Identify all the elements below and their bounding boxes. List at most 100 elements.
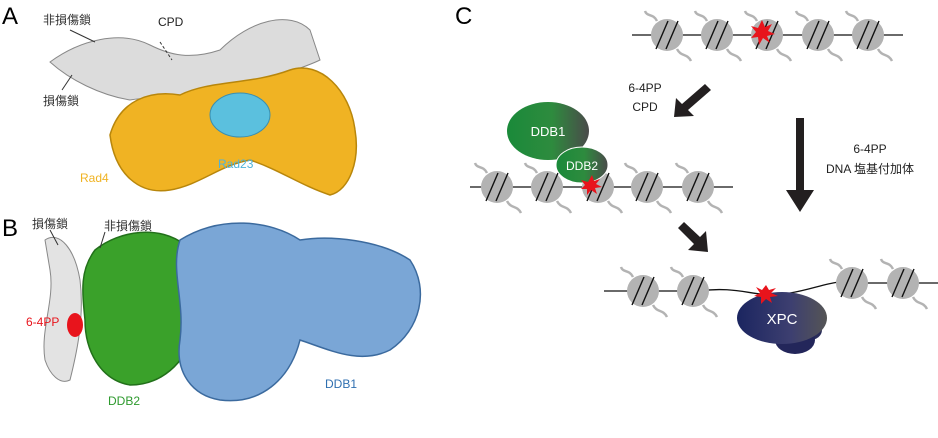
histone-tail	[794, 10, 810, 22]
histone-tail	[619, 266, 635, 278]
nucleosome	[844, 10, 894, 62]
histone-tail	[844, 10, 860, 22]
dna-wrap	[635, 172, 649, 202]
histone-tail	[775, 48, 793, 62]
dna-wrap	[891, 268, 905, 298]
label-rad4: Rad4	[80, 171, 109, 185]
dna-wrap	[715, 20, 729, 50]
arrow-to-ddb	[674, 84, 711, 117]
dna-wrap	[535, 172, 549, 202]
ddb2-label-c: DDB2	[566, 159, 598, 173]
histone-tail	[643, 10, 659, 22]
arrow2-label-line1: 6-4PP	[853, 142, 886, 156]
histone-tail	[879, 258, 895, 270]
histone-tail	[876, 48, 894, 62]
nucleosome	[794, 10, 844, 62]
nucleosomes	[473, 10, 929, 318]
dna-wrap	[596, 172, 610, 202]
undamaged-pointer-a	[69, 29, 96, 43]
dna-wrap	[696, 172, 710, 202]
panel-letter-a: A	[2, 3, 18, 30]
damaged-pointer-b	[49, 229, 59, 246]
histone-tail	[655, 200, 673, 214]
nucleosome	[643, 10, 693, 62]
lesion-stars	[581, 20, 778, 304]
arrow-direct-xpc	[786, 118, 814, 212]
histone-tail	[675, 48, 693, 62]
nucleosome	[669, 266, 719, 318]
ddb2-protein	[82, 231, 201, 386]
ddb1-protein	[175, 222, 422, 402]
ddb1-ddb2-structure	[43, 222, 422, 402]
arrow1-label-line2: CPD	[632, 100, 658, 114]
histone-tail	[623, 162, 639, 174]
dna-wrap	[495, 172, 509, 202]
label-damaged-strand-b: 損傷鎖	[32, 216, 68, 231]
dna-wrap	[655, 20, 669, 50]
xpc-complex	[737, 292, 827, 344]
panel-letter-c: C	[455, 3, 472, 30]
histone-tail	[701, 304, 719, 318]
panel-letter-b: B	[2, 215, 18, 242]
dna-wrap	[705, 20, 719, 50]
nucleosome	[828, 258, 878, 310]
dna-wrap	[866, 20, 880, 50]
nucleosome	[473, 162, 523, 214]
nucleosome	[523, 162, 573, 214]
dna-wrap	[901, 268, 915, 298]
dna-wrap	[850, 268, 864, 298]
dna-wrap	[816, 20, 830, 50]
histone-tail	[555, 200, 573, 214]
dna-wrap	[545, 172, 559, 202]
nucleosome	[743, 10, 793, 62]
lesion-star-middle	[581, 175, 602, 195]
dna-wrap	[765, 20, 779, 50]
histone-tail	[505, 200, 523, 214]
xpc-label: XPC	[767, 311, 798, 328]
arrows	[674, 84, 814, 252]
arrow2-label-line2: DNA 塩基付加体	[826, 161, 914, 176]
lesion-star-bottom	[754, 285, 778, 304]
dna-wrap	[686, 172, 700, 202]
ddb1-complex	[507, 102, 589, 160]
histone-tail	[606, 200, 624, 214]
label-6-4pp-b: 6-4PP	[26, 315, 59, 329]
histone-tail	[725, 48, 743, 62]
dna-wrap	[691, 276, 705, 306]
label-undamaged-strand-a: 非損傷鎖	[43, 12, 91, 27]
dna-wrap	[856, 20, 870, 50]
dna-wrap	[631, 276, 645, 306]
undamaged-pointer-b	[99, 231, 106, 249]
histone-tail	[674, 162, 690, 174]
histone-tail	[651, 304, 669, 318]
histone-tail	[828, 258, 844, 270]
ddb2-complex	[555, 146, 609, 184]
label-rad23: Rad23	[218, 157, 254, 171]
arrow1-label-line1: 6-4PP	[628, 81, 661, 95]
histone-tail	[706, 200, 724, 214]
histone-tail	[911, 296, 929, 310]
lesion-6-4pp-b	[67, 313, 83, 337]
label-ddb1-b: DDB1	[325, 377, 357, 391]
dna-wrap	[485, 172, 499, 202]
label-damaged-strand-a: 損傷鎖	[43, 93, 79, 108]
histone-tail	[693, 10, 709, 22]
label-undamaged-strand-b: 非損傷鎖	[104, 218, 152, 233]
dna-wrap	[645, 172, 659, 202]
cpd-pointer	[159, 41, 173, 61]
nucleosome	[693, 10, 743, 62]
ddb1-label-c: DDB1	[531, 124, 566, 139]
dna-wrap	[665, 20, 679, 50]
dna-wrap	[840, 268, 854, 298]
dna-wrap	[641, 276, 655, 306]
nucleosome	[879, 258, 929, 310]
nucleosome	[674, 162, 724, 214]
histone-tail	[523, 162, 539, 174]
damaged-pointer-a	[61, 74, 73, 91]
dna-duplex-b	[43, 237, 82, 382]
label-ddb2-b: DDB2	[108, 394, 140, 408]
lesion-star-top	[751, 20, 775, 45]
histone-tail	[669, 266, 685, 278]
